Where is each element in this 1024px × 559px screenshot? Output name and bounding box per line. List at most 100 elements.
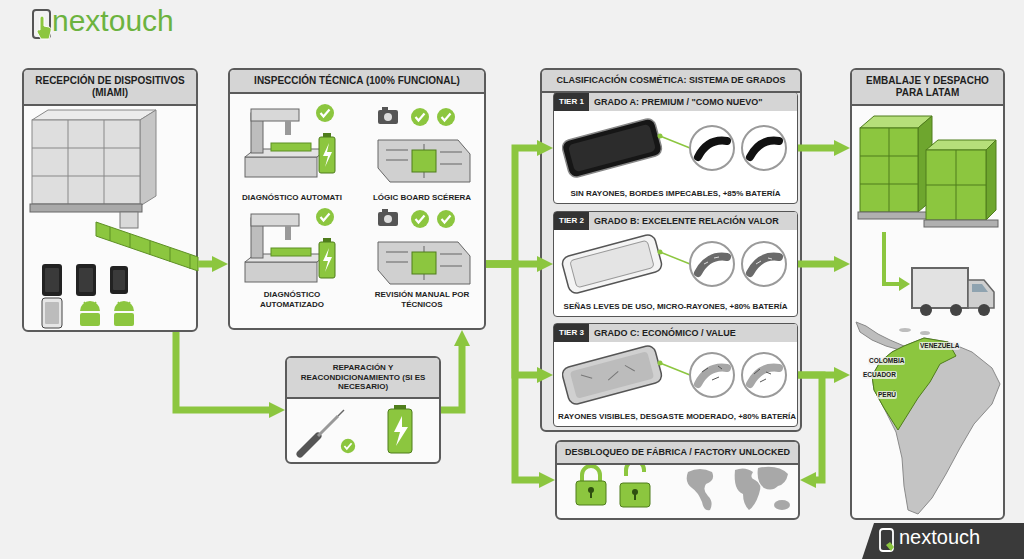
truck-icon <box>968 280 994 308</box>
padlock-icons <box>576 461 650 507</box>
truck-icon <box>912 268 968 308</box>
wrapped-pallets <box>860 128 918 212</box>
android-icons <box>80 301 134 326</box>
android-icons <box>84 302 96 305</box>
grade-box: TIER 1GRADO A: PREMIUM / "COMO NUEVO"SIN… <box>553 92 798 204</box>
latam-map <box>899 328 911 332</box>
repair-icons <box>300 436 318 454</box>
grade-box: TIER 2GRADO B: EXCELENTE RELACIÓN VALORS… <box>553 211 798 317</box>
padlock-icons <box>620 483 650 507</box>
grade-b-phone <box>561 233 786 295</box>
latam-map <box>872 338 956 430</box>
repair-icons <box>341 439 355 453</box>
grade-caption: RAYONES VISIBLES, DESGASTE MODERADO, +80… <box>554 410 797 426</box>
truck-icon <box>920 304 932 316</box>
country-name: ECUADOR <box>862 371 897 379</box>
pallet-stack <box>140 110 156 206</box>
pallet-stack <box>32 120 140 204</box>
grade-box: TIER 3GRADO C: ECONÓMICO / VALUERAYONES … <box>553 323 798 427</box>
grade-c-phone <box>742 353 786 397</box>
logo-tab <box>862 523 1024 559</box>
brand-logo: nextouch <box>899 527 980 547</box>
flow-arrow <box>798 375 822 480</box>
grade-b-phone <box>698 257 779 273</box>
grade-caption: SEÑAS LEVES DE USO, MICRO-RAYONES, +80% … <box>554 300 797 316</box>
tier-badge: TIER 1 <box>554 93 589 111</box>
pallet-stack <box>32 120 140 204</box>
padlock-icons <box>634 493 636 500</box>
grade-b-phone <box>561 233 664 295</box>
flow-arrow <box>441 330 462 410</box>
grade-title: GRADO C: ECONÓMICO / VALUE <box>589 324 797 342</box>
android-icons <box>114 301 134 311</box>
flow-arrow <box>176 332 285 410</box>
wrapped-pallets <box>860 128 918 212</box>
grade-c-phone <box>570 351 655 399</box>
repair-icons <box>394 416 408 446</box>
conveyor-belt <box>110 227 190 269</box>
repair-icons <box>394 405 406 409</box>
inspection-icons <box>245 214 335 282</box>
wrapped-pallets <box>986 140 996 220</box>
padlock-icons <box>626 461 644 476</box>
grade-c-phone <box>702 366 771 382</box>
grade-c-phone <box>660 363 690 375</box>
inspection-icons <box>316 104 334 122</box>
inspection-icons <box>437 210 455 228</box>
wrapped-pallets <box>858 212 928 219</box>
grade-a-phone <box>568 124 656 173</box>
pallet-stack <box>30 110 156 212</box>
phone-icons <box>76 264 96 296</box>
inspection-icons <box>378 209 470 284</box>
grade-a-phone <box>561 117 786 179</box>
inspection-icons <box>411 210 429 228</box>
tier-badge: TIER 2 <box>554 212 589 230</box>
country-name: VENEZUELA <box>919 342 960 350</box>
grade-a-phone <box>658 134 663 139</box>
world-map <box>687 469 713 510</box>
phone-icons <box>42 298 62 328</box>
wrapped-pallets <box>926 140 996 150</box>
truck-icon <box>972 284 988 292</box>
android-icons <box>80 301 100 311</box>
latam-map <box>920 331 930 335</box>
inspection-icons <box>245 109 335 177</box>
process-box: REPARACIÓN Y REACONDICIONAMIENTO (SI ES … <box>285 356 441 464</box>
latam-map <box>856 322 904 350</box>
wrapped-pallets <box>918 116 932 212</box>
phone-icons <box>42 264 62 296</box>
grade-a-phone <box>690 126 734 170</box>
grade-b-phone <box>742 242 786 286</box>
flow-arrow <box>486 264 553 375</box>
repair-icons <box>338 410 344 416</box>
phone-icons <box>45 268 59 292</box>
inspection-icons <box>411 108 429 126</box>
truck-icon <box>978 304 990 316</box>
grade-b-phone <box>690 242 734 286</box>
grade-c-phone <box>561 344 786 406</box>
pallet-stack <box>30 204 142 212</box>
grade-c-phone <box>690 353 734 397</box>
android-icons <box>80 313 100 326</box>
wrapped-pallets <box>926 150 986 220</box>
phone-icons <box>45 302 59 324</box>
grade-c-phone <box>561 344 664 406</box>
wrapped-pallets <box>858 116 998 227</box>
conveyor-belt <box>120 212 138 228</box>
truck-icon <box>950 304 962 316</box>
inspection-icons <box>316 208 334 226</box>
box-heading: INSPECCIÓN TÉCNICA (100% FUNCIONAL) <box>230 70 484 94</box>
logo-tab <box>862 523 1024 559</box>
grade-b-phone <box>570 240 655 288</box>
padlock-icons <box>588 487 594 493</box>
phone-icons <box>79 268 93 292</box>
dispatch-arrow <box>884 232 910 291</box>
grade-caption: SIN RAYONES, BORDES IMPECABLES, +85% BAT… <box>554 187 797 203</box>
grade-a-phone <box>660 136 690 148</box>
group-panel: CLASIFICACIÓN COSMÉTICA: SISTEMA DE GRAD… <box>540 68 802 432</box>
box-heading: CLASIFICACIÓN COSMÉTICA: SISTEMA DE GRAD… <box>542 70 800 93</box>
dispatch-arrow <box>884 232 900 284</box>
flow-arrow <box>486 148 553 264</box>
dispatch-arrow <box>899 277 910 291</box>
grade-b-phone <box>704 257 772 264</box>
